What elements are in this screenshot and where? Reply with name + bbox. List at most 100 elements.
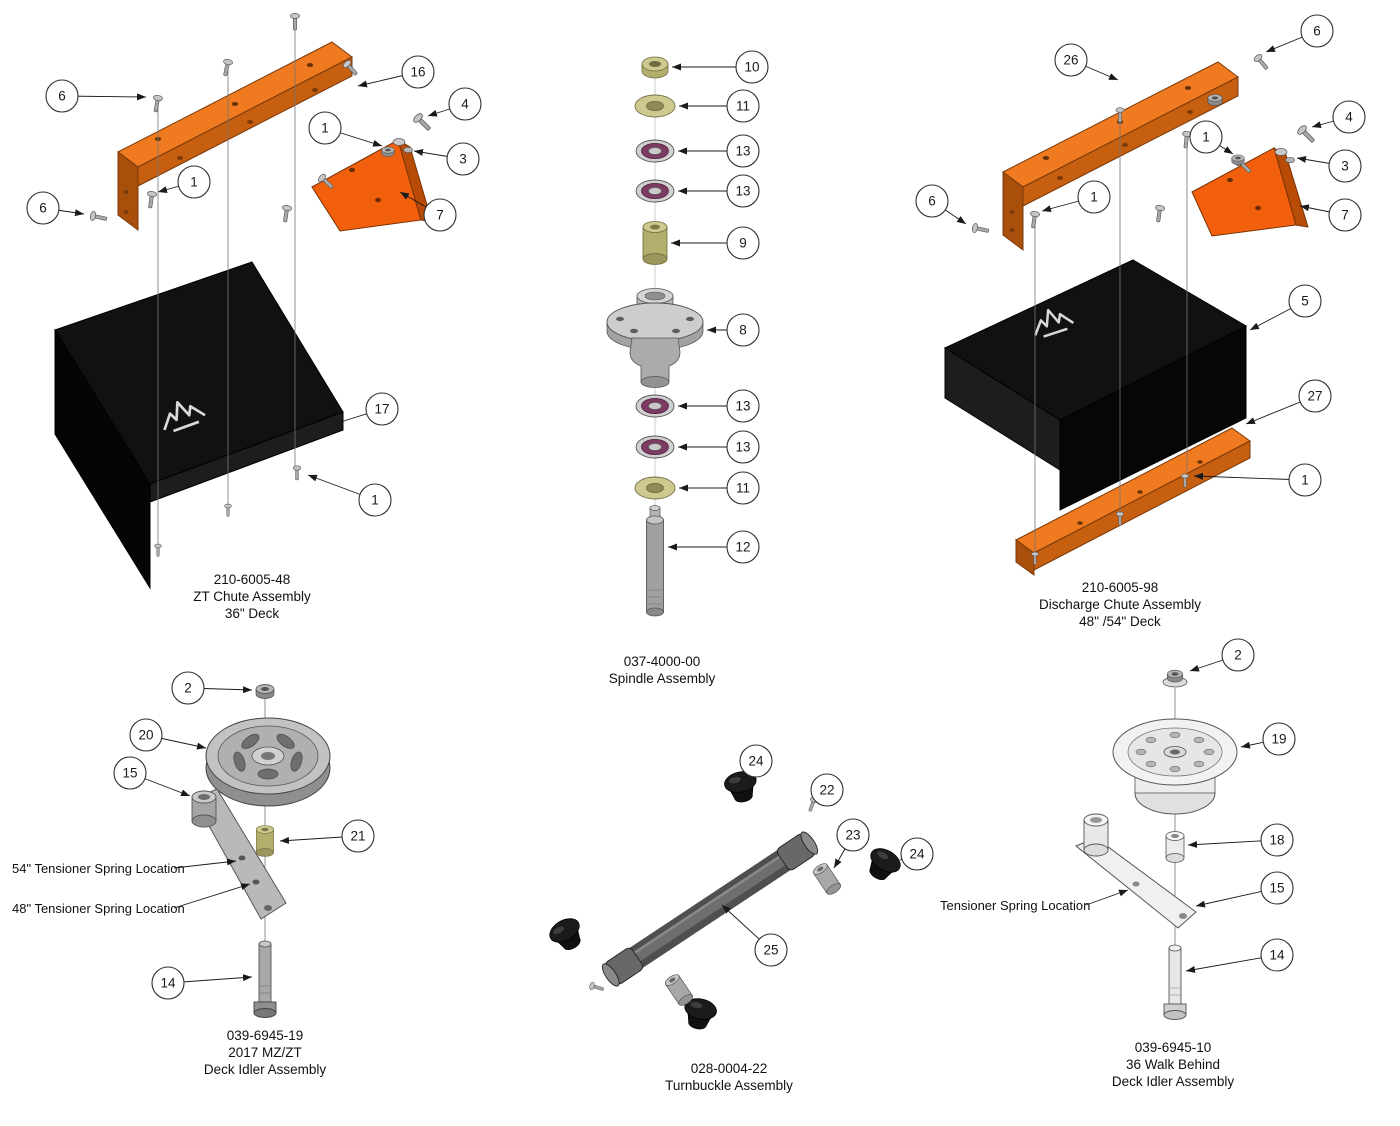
svg-text:Deck Idler Assembly: Deck Idler Assembly xyxy=(204,1062,327,1077)
callout-number: 20 xyxy=(138,728,153,743)
assembly-label: 037-4000-00 Spindle Assembly xyxy=(609,654,716,686)
callout-number: 9 xyxy=(739,236,747,251)
callout-balloon: 13 xyxy=(678,134,760,168)
callout-number: 25 xyxy=(763,943,778,958)
annotation-tensioner-spring: Tensioner Spring Location xyxy=(940,898,1090,913)
callout-balloon: 1 xyxy=(308,111,383,147)
callout-balloon: 11 xyxy=(679,471,760,505)
part-idler-arm xyxy=(191,788,287,920)
callout-number: 8 xyxy=(739,323,747,338)
part-spacer xyxy=(811,860,843,898)
callout-balloon: 20 xyxy=(129,718,207,752)
callout-number: 11 xyxy=(736,99,750,114)
part-spindle-housing xyxy=(606,288,704,388)
callout-balloon: 12 xyxy=(668,530,760,564)
callout-number: 24 xyxy=(909,847,925,862)
assembly-label: 210-6005-48 ZT Chute Assembly 36" Deck xyxy=(193,572,311,621)
callout-balloon: 8 xyxy=(707,313,760,347)
assembly-zt-chute: 6 16 4 1 3 7 6 1 xyxy=(26,13,482,621)
part-lock-nut xyxy=(255,684,275,699)
part-spindle-shaft xyxy=(646,505,664,617)
callout-balloon: 2 xyxy=(171,671,253,705)
callout-number: 1 xyxy=(1202,130,1210,145)
callout-balloon: 19 xyxy=(1240,722,1296,756)
callout-balloon: 6 xyxy=(45,79,147,113)
callout-number: 13 xyxy=(735,440,750,455)
part-flat-idler-pulley xyxy=(1112,718,1238,815)
callout-balloon: 6 xyxy=(915,184,967,225)
callout-number: 23 xyxy=(845,828,860,843)
callout-number: 4 xyxy=(461,97,469,112)
part-washer xyxy=(634,94,676,118)
svg-text:Deck Idler Assembly: Deck Idler Assembly xyxy=(1112,1074,1235,1089)
callout-number: 5 xyxy=(1301,294,1309,309)
callout-number: 21 xyxy=(350,829,365,844)
callout-number: 1 xyxy=(321,121,329,136)
part-set-screw xyxy=(588,981,605,994)
part-bearing xyxy=(635,394,675,418)
svg-text:2017 MZ/ZT: 2017 MZ/ZT xyxy=(228,1045,302,1060)
part-idler-pulley xyxy=(205,717,331,807)
part-bearing-spacer xyxy=(642,221,668,265)
part-idler-bolt xyxy=(253,940,277,1018)
part-turnbuckle-tube xyxy=(601,831,819,987)
part-lock-nut xyxy=(1162,669,1188,688)
annotation-54-tensioner-spring: 54" Tensioner Spring Location xyxy=(12,861,185,876)
svg-text:210-6005-48: 210-6005-48 xyxy=(214,572,291,587)
assembly-discharge-chute: 26 6 4 1 3 7 6 1 xyxy=(915,14,1366,629)
callout-balloon: 4 xyxy=(1311,100,1366,134)
callout-balloon: 26 xyxy=(1054,43,1119,81)
callout-balloon: 1 xyxy=(307,474,392,517)
callout-balloon: 14 xyxy=(1185,938,1294,973)
svg-text:36 Walk Behind: 36 Walk Behind xyxy=(1126,1057,1220,1072)
callout-balloon: 4 xyxy=(427,87,482,121)
callout-number: 16 xyxy=(410,65,425,80)
part-bearing xyxy=(635,435,675,459)
callout-number: 27 xyxy=(1307,389,1322,404)
callout-balloon: 25 xyxy=(721,904,788,967)
part-deck-shell-36 xyxy=(54,261,344,590)
callout-number: 7 xyxy=(1341,208,1349,223)
assembly-label: 028-0004-22 Turnbuckle Assembly xyxy=(665,1061,793,1093)
callout-number: 13 xyxy=(735,399,750,414)
annotation-48-tensioner-spring: 48" Tensioner Spring Location xyxy=(12,901,185,916)
callout-number: 14 xyxy=(1269,948,1285,963)
callout-number: 2 xyxy=(1234,648,1242,663)
callout-number: 6 xyxy=(1313,24,1321,39)
callout-number: 18 xyxy=(1269,833,1284,848)
callout-balloon: 13 xyxy=(678,389,760,423)
callout-number: 15 xyxy=(1269,881,1284,896)
callout-balloon: 22 xyxy=(810,773,844,807)
callout-number: 19 xyxy=(1271,732,1286,747)
svg-text:36" Deck: 36" Deck xyxy=(225,606,280,621)
callout-number: 1 xyxy=(1301,473,1309,488)
callout-number: 15 xyxy=(122,766,137,781)
part-idler-bolt xyxy=(1163,944,1187,1020)
svg-text:Discharge Chute Assembly: Discharge Chute Assembly xyxy=(1039,597,1201,612)
assembly-label: 210-6005-98 Discharge Chute Assembly 48"… xyxy=(1039,580,1201,629)
svg-text:48" /54" Deck: 48" /54" Deck xyxy=(1079,614,1161,629)
callout-balloon: 11 xyxy=(679,89,760,123)
assembly-turnbuckle: 24 22 23 24 25 028-0004-22 Turnbuckle As… xyxy=(545,744,934,1093)
part-washer xyxy=(634,476,676,500)
callout-number: 6 xyxy=(39,201,47,216)
part-spacer xyxy=(255,825,275,857)
callout-number: 6 xyxy=(928,194,936,209)
part-rubber-bumper xyxy=(861,843,905,887)
svg-text:039-6945-19: 039-6945-19 xyxy=(227,1028,304,1043)
callout-balloon: 23 xyxy=(833,818,870,869)
callout-balloon: 6 xyxy=(1265,14,1334,53)
callout-number: 6 xyxy=(58,89,66,104)
assembly-walk-behind-deck-idler: Tensioner Spring Location 2 19 18 15 14 … xyxy=(940,638,1296,1089)
callout-number: 13 xyxy=(735,184,750,199)
callout-balloon: 16 xyxy=(357,55,435,89)
callout-number: 24 xyxy=(748,754,764,769)
callout-balloon: 15 xyxy=(113,756,191,797)
svg-text:Spindle Assembly: Spindle Assembly xyxy=(609,671,716,686)
callout-number: 11 xyxy=(736,481,750,496)
callout-balloon: 24 xyxy=(899,837,934,871)
callout-balloon: 7 xyxy=(399,191,457,232)
callout-number: 22 xyxy=(819,783,834,798)
assembly-label: 039-6945-19 2017 MZ/ZT Deck Idler Assemb… xyxy=(204,1028,327,1077)
